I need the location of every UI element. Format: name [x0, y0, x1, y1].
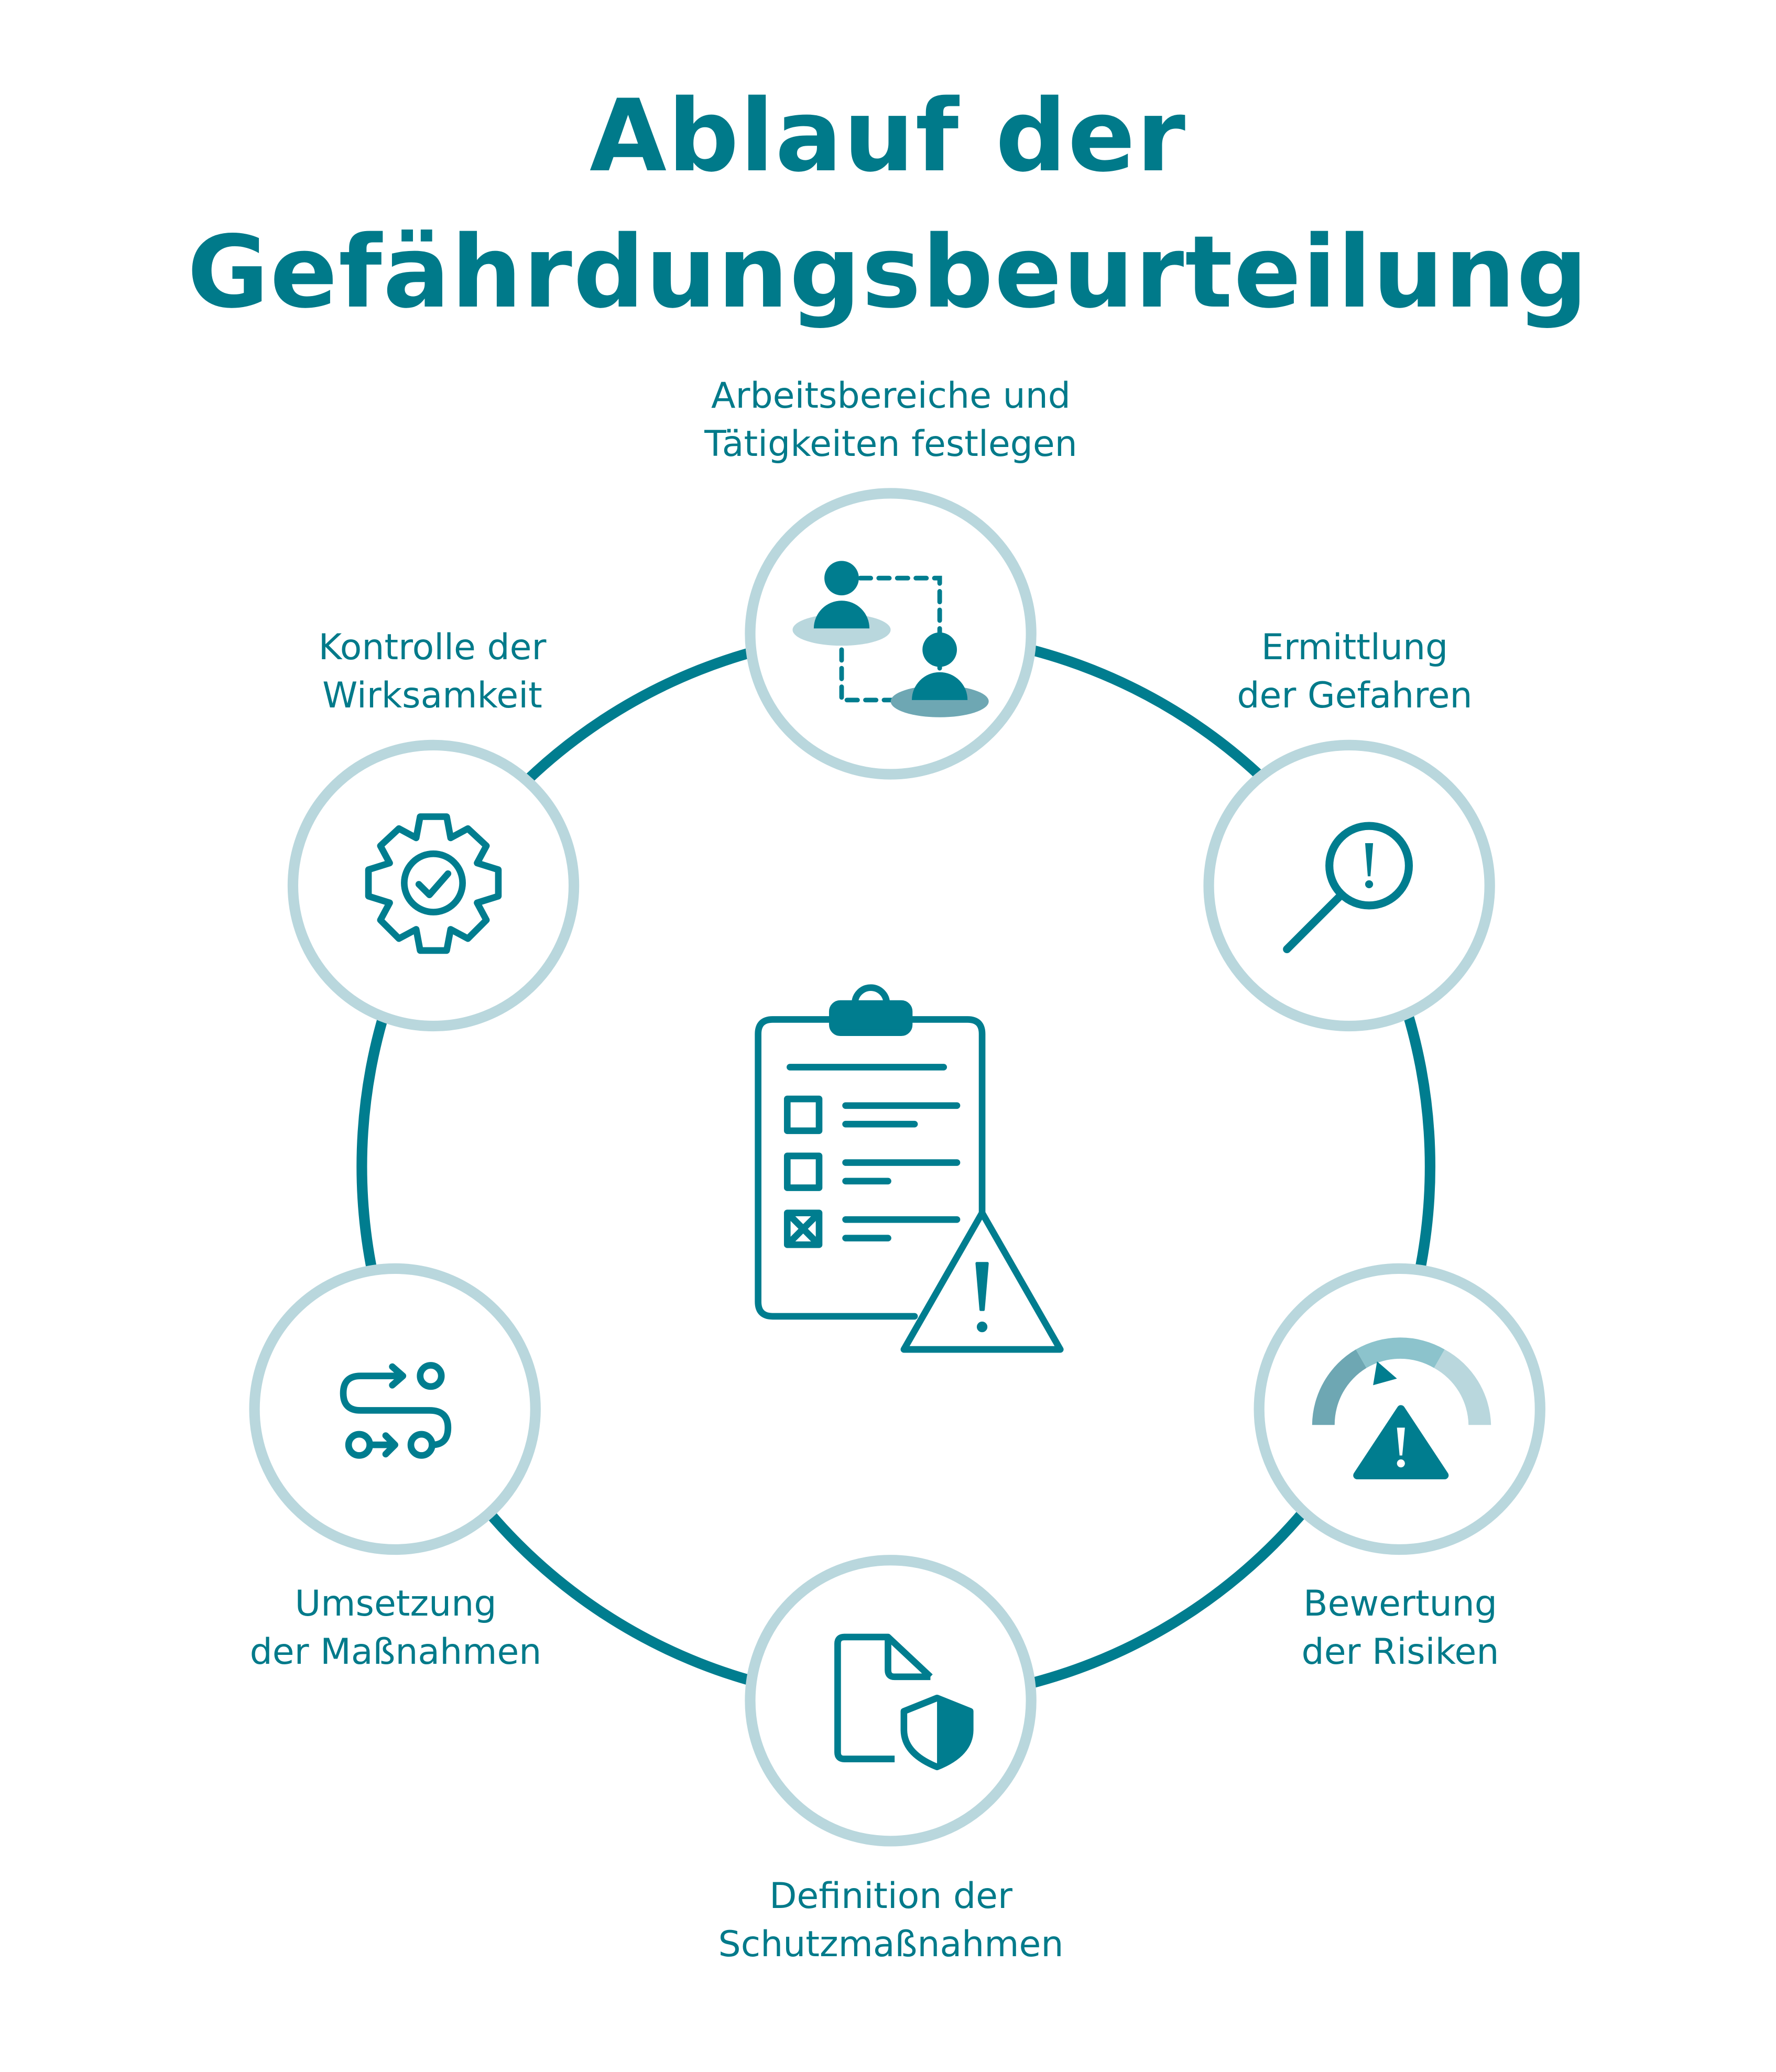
- step-label-line: Schutzmaßnahmen: [718, 1924, 1064, 1965]
- step-label-4: Definition der Schutzmaßnahmen: [629, 1872, 1153, 1969]
- document-shield-icon: [834, 1633, 974, 1771]
- step-label-line: Kontrolle der: [318, 627, 547, 668]
- step-node-1: [745, 488, 1037, 780]
- clipboard-warning-icon: [755, 984, 1064, 1353]
- step-label-line: Umsetzung: [295, 1583, 497, 1624]
- step-label-line: der Gefahren: [1237, 675, 1473, 716]
- step-label-2: Ermittlung der Gefahren: [1093, 624, 1617, 720]
- page-title: Ablauf der Gefährdungsbeurteilung: [0, 68, 1776, 341]
- step-label-1: Arbeitsbereiche und Tätigkeiten festlege…: [629, 372, 1153, 468]
- step-label-line: Tätigkeiten festlegen: [704, 423, 1077, 465]
- step-label-line: Arbeitsbereiche und: [711, 375, 1071, 417]
- step-label-line: der Risiken: [1301, 1631, 1499, 1673]
- process-flow-icon: [340, 1362, 452, 1459]
- gear-check-icon: [365, 813, 502, 954]
- step-label-line: Bewertung: [1303, 1583, 1497, 1624]
- title-line-2: Gefährdungsbeurteilung: [187, 214, 1589, 330]
- step-node-5: [249, 1263, 541, 1555]
- step-node-6: [287, 739, 580, 1032]
- step-node-4: [745, 1555, 1037, 1847]
- step-label-line: Definition der: [769, 1875, 1012, 1917]
- step-label-line: Ermittlung: [1261, 627, 1448, 668]
- step-label-5: Umsetzung der Maßnahmen: [134, 1580, 658, 1676]
- step-label-line: der Maßnahmen: [249, 1631, 542, 1673]
- step-node-3: [1254, 1263, 1545, 1555]
- title-line-1: Ablauf der: [589, 78, 1187, 194]
- magnifier-warning-icon: [1283, 822, 1413, 953]
- risk-gauge-icon: [1312, 1337, 1491, 1479]
- step-label-6: Kontrolle der Wirksamkeit: [170, 624, 694, 720]
- step-node-2: [1203, 739, 1495, 1032]
- people-connection-icon: [792, 561, 989, 717]
- step-label-3: Bewertung der Risiken: [1138, 1580, 1662, 1676]
- step-label-line: Wirksamkeit: [322, 675, 542, 716]
